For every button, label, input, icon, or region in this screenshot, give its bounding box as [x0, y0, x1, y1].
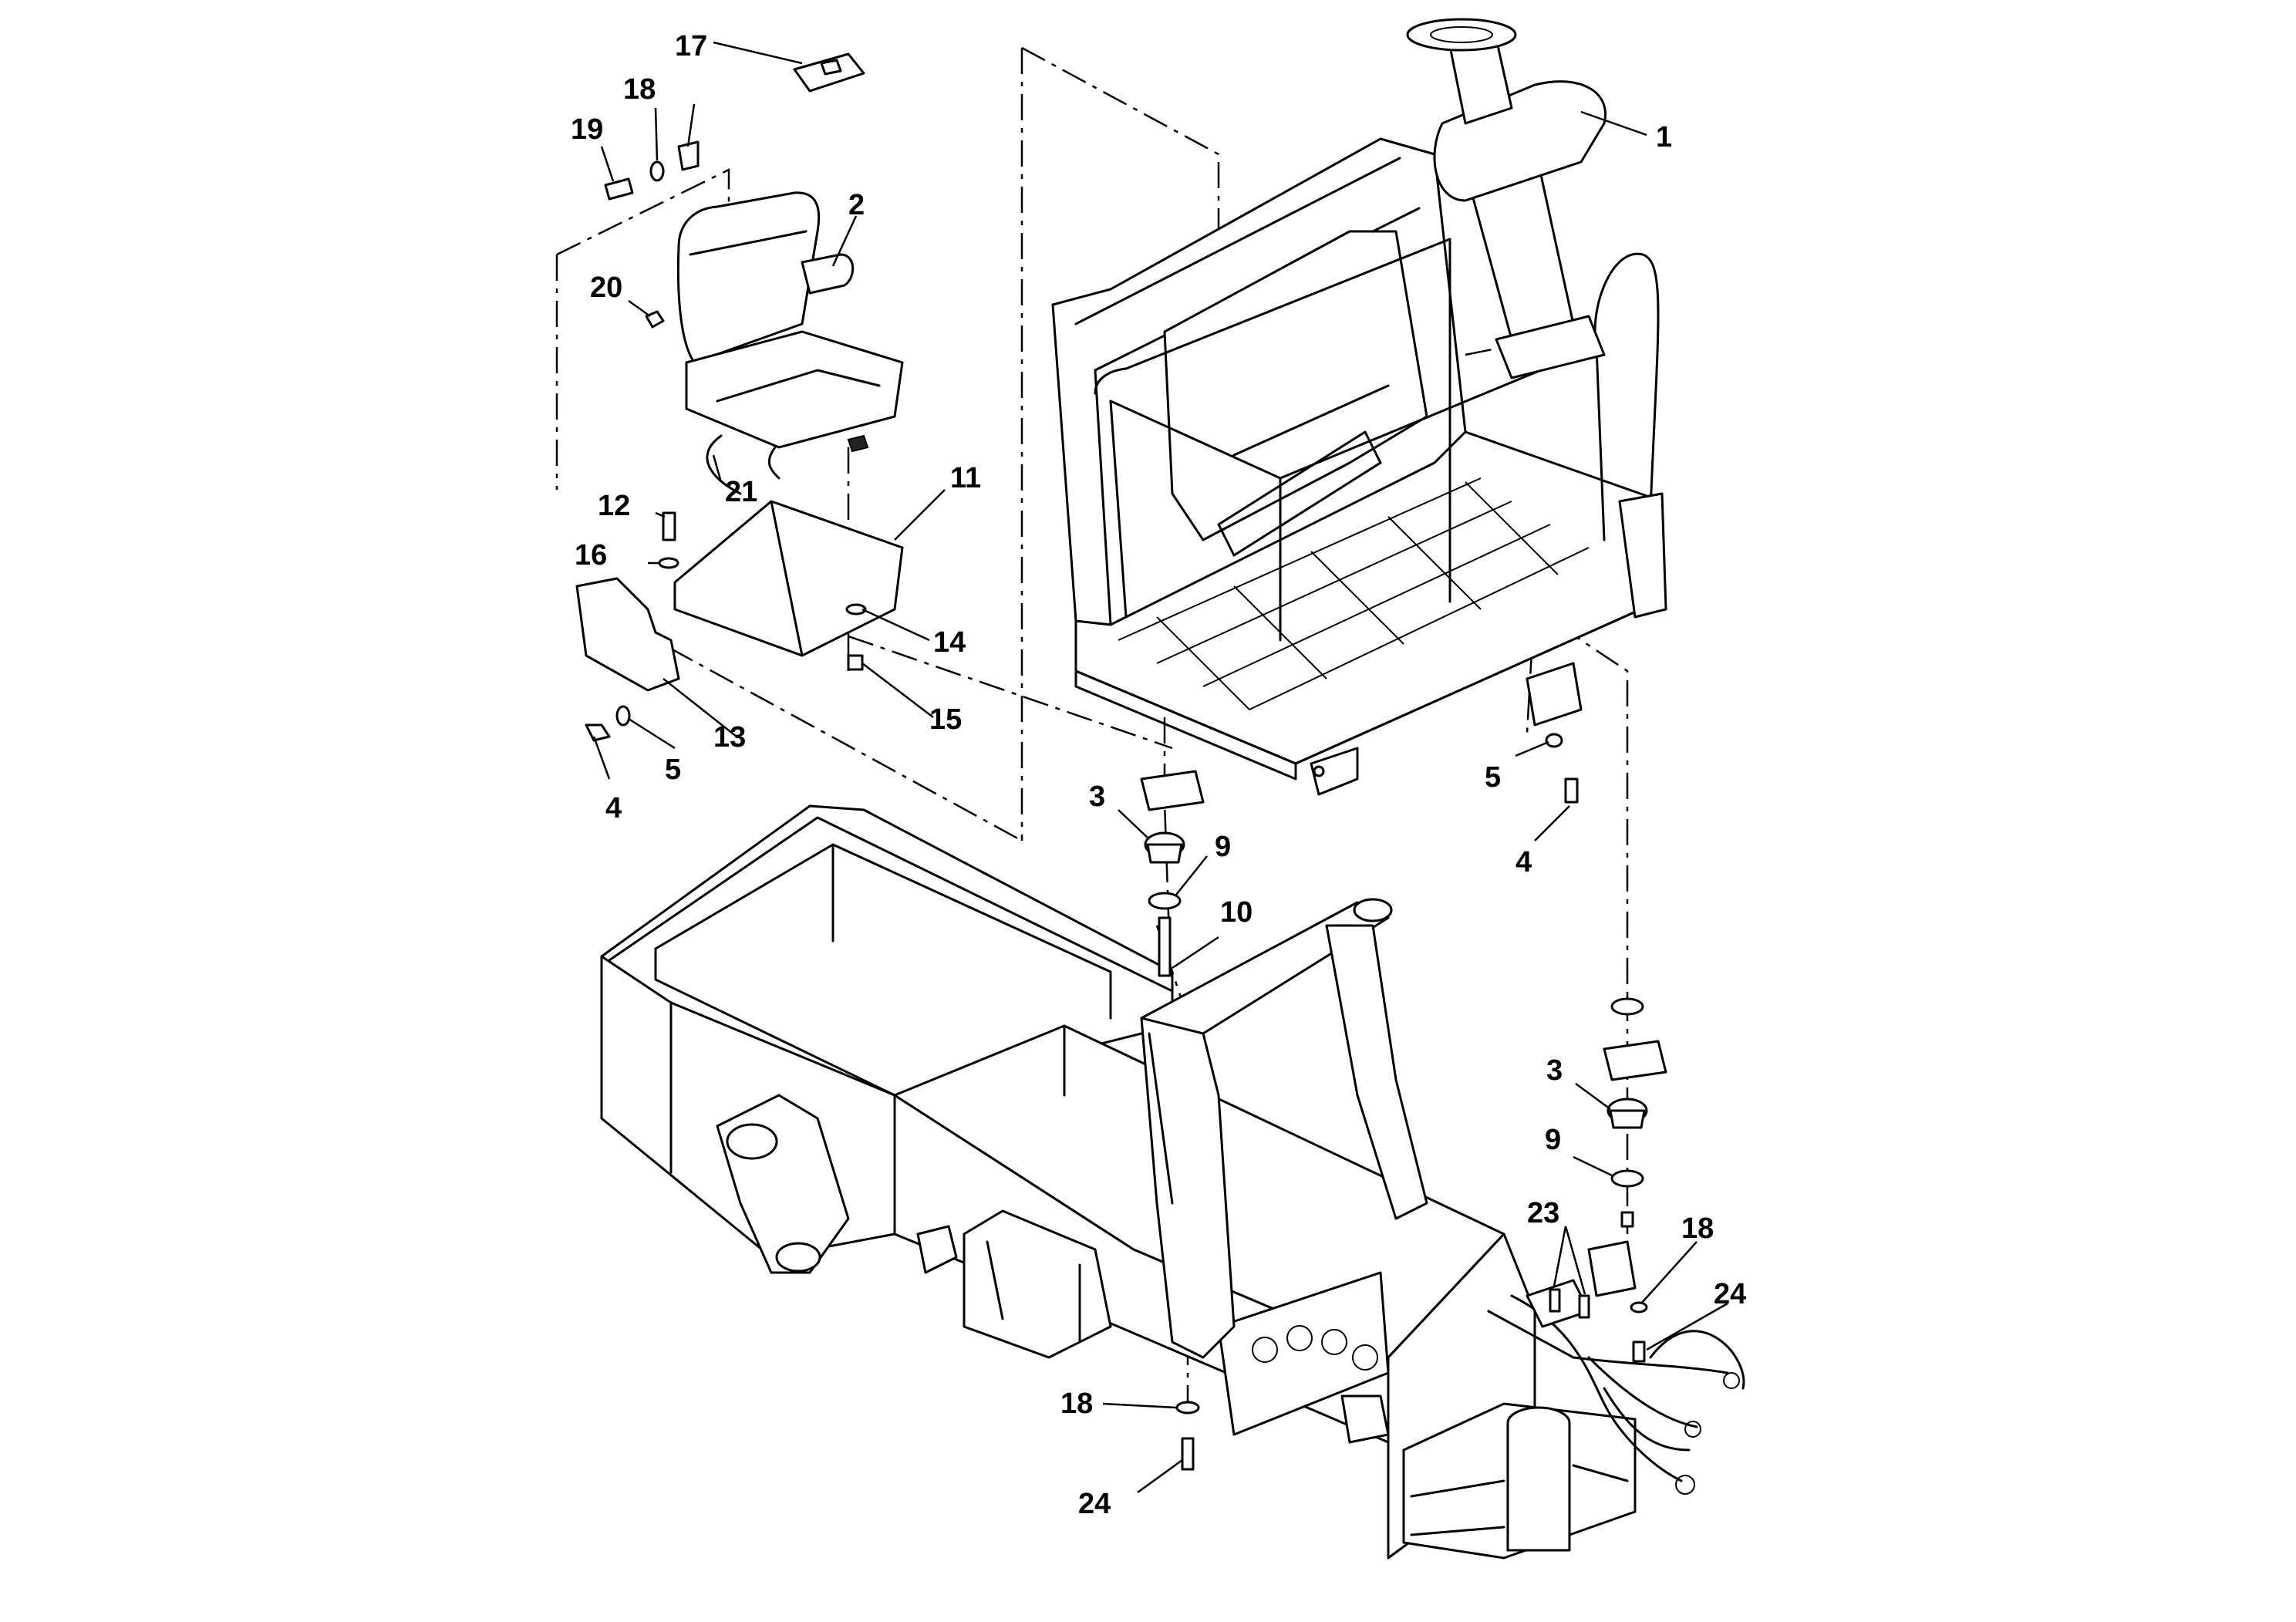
- callout-18-top: 18: [623, 73, 656, 106]
- callout-17: 17: [675, 30, 707, 62]
- callout-5-left: 5: [665, 754, 681, 786]
- deck-perforations: [1118, 477, 1590, 710]
- callout-2: 2: [848, 189, 865, 221]
- callout-18-right: 18: [1681, 1212, 1714, 1245]
- callout-19: 19: [571, 113, 603, 146]
- callout-4-left: 4: [605, 792, 622, 824]
- callout-5-right: 5: [1485, 761, 1501, 794]
- callout-labels: 1 2 3 3 4 4 5 5 9 9 10 11 12 13 14 15 16…: [571, 30, 1746, 1520]
- mount-hardware: [1140, 733, 1667, 1471]
- callout-3-left: 3: [1089, 781, 1105, 813]
- callout-14: 14: [933, 626, 966, 659]
- callout-20: 20: [590, 271, 622, 304]
- callout-9-left: 9: [1215, 831, 1231, 863]
- callout-9-right: 9: [1545, 1124, 1561, 1156]
- callout-13: 13: [713, 721, 746, 754]
- callout-1: 1: [1656, 121, 1672, 153]
- callout-18-bottom: 18: [1060, 1388, 1093, 1420]
- callout-24-right: 24: [1714, 1278, 1746, 1310]
- callout-16: 16: [575, 539, 607, 572]
- callout-15: 15: [929, 703, 962, 736]
- callout-10: 10: [1220, 896, 1253, 929]
- seat-assembly: [575, 52, 904, 742]
- callout-3-right: 3: [1546, 1054, 1563, 1087]
- callout-leaders: [592, 41, 1728, 1494]
- callout-12: 12: [598, 490, 630, 522]
- callout-21: 21: [725, 476, 757, 508]
- main-frame: [600, 804, 1745, 1560]
- operator-platform: [1051, 18, 1667, 796]
- callout-23: 23: [1527, 1197, 1559, 1229]
- callout-11: 11: [950, 462, 981, 494]
- callout-4-right: 4: [1515, 846, 1532, 878]
- callout-24-bottom: 24: [1078, 1488, 1111, 1520]
